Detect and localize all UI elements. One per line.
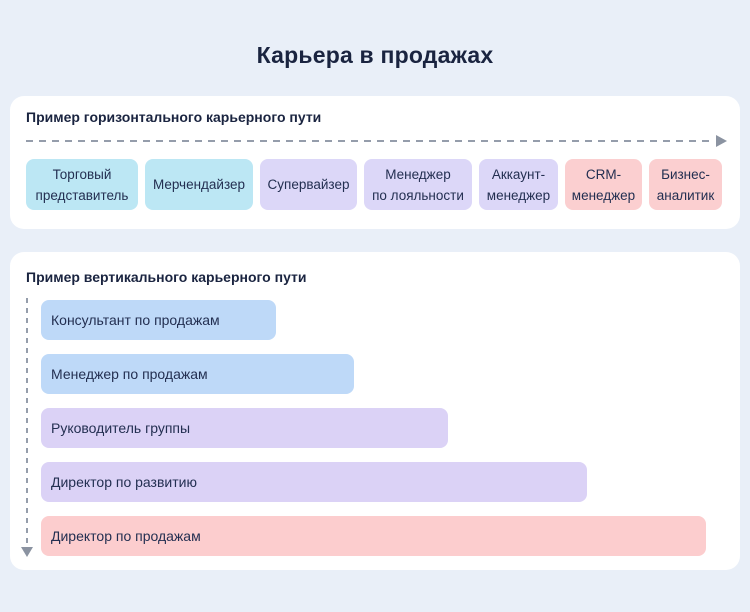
career-level-bar: Консультант по продажам [41,300,276,340]
career-steps-row: Торговый представитель Мерчендайзер Супе… [26,159,722,210]
career-step: Аккаунт- менеджер [479,159,558,210]
arrow-down-icon [21,547,33,557]
career-step: Супервайзер [260,159,357,210]
career-step: Бизнес- аналитик [649,159,722,210]
career-level-bar: Директор по продажам [41,516,707,556]
vertical-path-card: Пример вертикального карьерного пути Кон… [10,252,740,570]
career-level-bar: Руководитель группы [41,408,449,448]
vertical-path-heading: Пример вертикального карьерного пути [26,269,307,285]
career-step: Мерчендайзер [145,159,253,210]
page-title: Карьера в продажах [256,42,494,68]
career-step: Менеджер по лояльности [364,159,472,210]
horizontal-path-heading: Пример горизонтального карьерного пути [26,109,322,125]
career-step: Торговый представитель [26,159,138,210]
career-levels-column: Консультант по продажам Менеджер по прод… [41,300,724,570]
vertical-dashed-line [26,298,28,548]
career-level-bar: Менеджер по продажам [41,354,354,394]
arrow-right-icon [716,135,727,147]
career-level-bar: Директор по развитию [41,462,587,502]
horizontal-dashed-line [26,140,715,142]
horizontal-path-card: Пример горизонтального карьерного пути Т… [10,96,740,229]
career-step: CRM- менеджер [565,159,642,210]
